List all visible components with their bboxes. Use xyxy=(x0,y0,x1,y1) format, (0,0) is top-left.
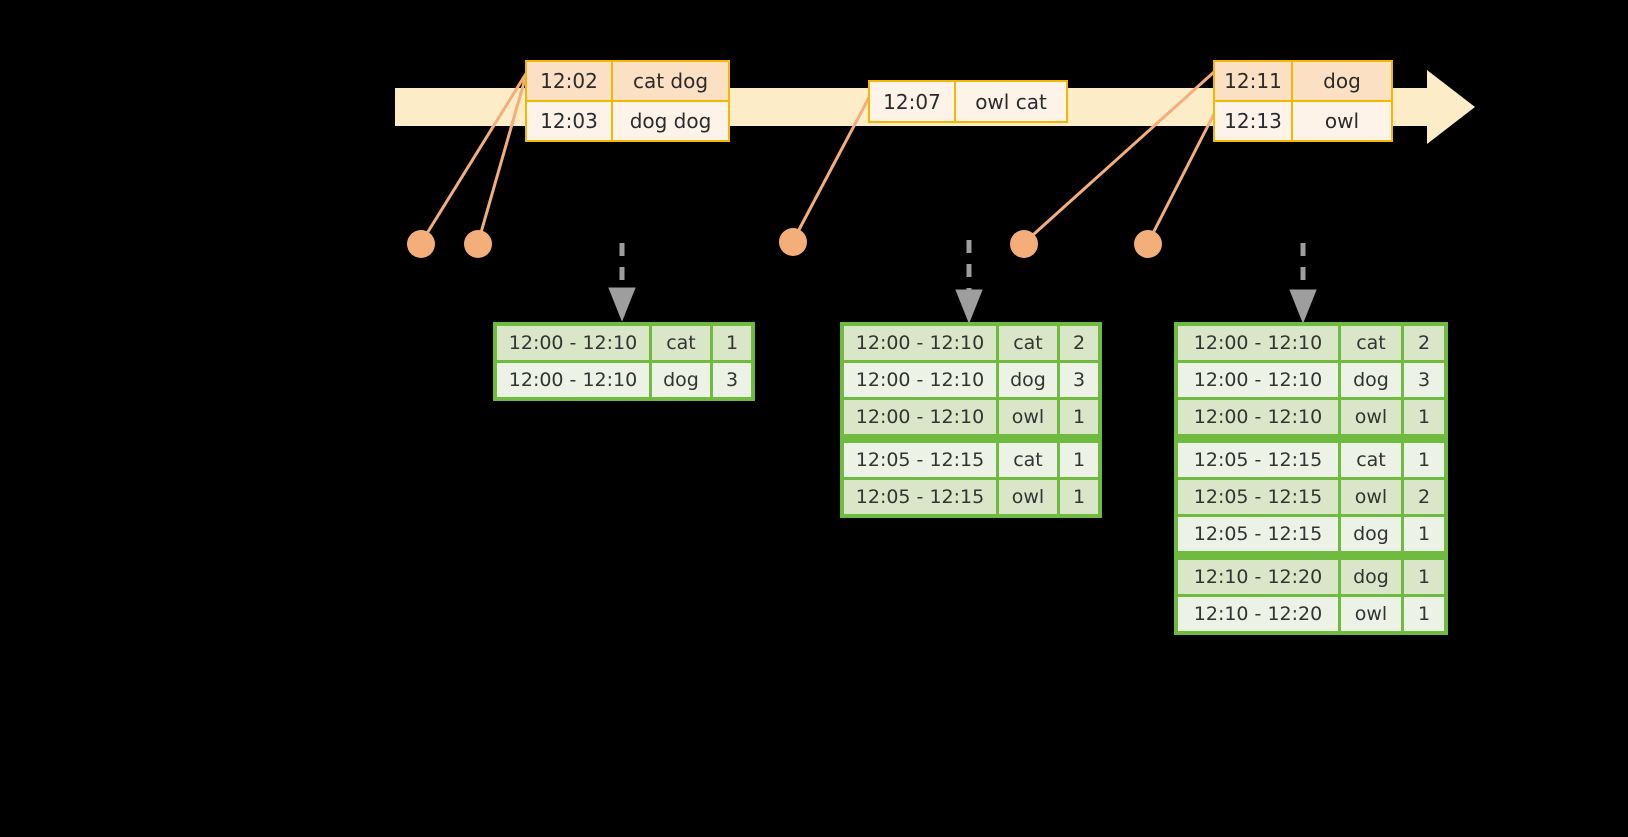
cell-window: 12:05 - 12:15 xyxy=(1178,480,1338,514)
cell-count: 3 xyxy=(1404,363,1444,397)
cell-key: cat xyxy=(999,326,1057,360)
event-group-2[interactable]: 12:07 owl cat xyxy=(868,80,1068,123)
event-row[interactable]: 12:07 owl cat xyxy=(870,82,1066,121)
cell-key: cat xyxy=(1341,326,1401,360)
event-time: 12:11 xyxy=(1215,62,1293,100)
event-dot-2 xyxy=(464,230,492,258)
event-dot-3 xyxy=(779,228,807,256)
cell-window: 12:05 - 12:15 xyxy=(1178,443,1338,477)
cell-count: 1 xyxy=(1060,480,1098,514)
cell-key: owl xyxy=(1341,480,1401,514)
cell-window: 12:05 - 12:15 xyxy=(844,443,996,477)
cell-count: 1 xyxy=(1404,597,1444,631)
cell-window: 12:00 - 12:10 xyxy=(1178,326,1338,360)
cell-window: 12:10 - 12:20 xyxy=(1178,597,1338,631)
event-payload: owl xyxy=(1293,102,1391,140)
cell-window: 12:05 - 12:15 xyxy=(844,480,996,514)
cell-count: 3 xyxy=(1060,363,1098,397)
cell-key: dog xyxy=(1341,517,1401,551)
event-time: 12:07 xyxy=(870,82,956,121)
event-time: 12:13 xyxy=(1215,102,1293,140)
event-payload: owl cat xyxy=(956,82,1066,121)
event-group-1[interactable]: 12:02 cat dog 12:03 dog dog xyxy=(525,60,730,142)
cell-window: 12:00 - 12:10 xyxy=(844,326,996,360)
cell-key: owl xyxy=(999,480,1057,514)
cell-window: 12:00 - 12:10 xyxy=(844,363,996,397)
cell-key: cat xyxy=(999,443,1057,477)
cell-window: 12:00 - 12:10 xyxy=(844,400,996,434)
window-group-separator xyxy=(1178,437,1444,440)
cell-count: 1 xyxy=(1404,560,1444,594)
event-time: 12:03 xyxy=(527,102,613,140)
event-stream-arrowhead xyxy=(1427,70,1475,144)
cell-count: 3 xyxy=(713,363,751,397)
event-time: 12:02 xyxy=(527,62,613,100)
cell-window: 12:10 - 12:20 xyxy=(1178,560,1338,594)
event-row[interactable]: 12:11 dog xyxy=(1215,62,1391,100)
cell-count: 2 xyxy=(1404,326,1444,360)
cell-count: 2 xyxy=(1060,326,1098,360)
cell-window: 12:00 - 12:10 xyxy=(497,326,649,360)
cell-count: 1 xyxy=(1404,443,1444,477)
cell-window: 12:00 - 12:10 xyxy=(1178,363,1338,397)
cell-window: 12:00 - 12:10 xyxy=(497,363,649,397)
cell-count: 2 xyxy=(1404,480,1444,514)
cell-count: 1 xyxy=(713,326,751,360)
cell-key: cat xyxy=(1341,443,1401,477)
window-group-separator xyxy=(844,437,1098,440)
event-dot-4 xyxy=(1010,230,1038,258)
cell-count: 1 xyxy=(1060,400,1098,434)
cell-key: owl xyxy=(999,400,1057,434)
event-dot-1 xyxy=(407,230,435,258)
cell-count: 1 xyxy=(1404,517,1444,551)
event-payload: dog xyxy=(1293,62,1391,100)
event-group-3[interactable]: 12:11 dog 12:13 owl xyxy=(1213,60,1393,142)
event-payload: dog dog xyxy=(613,102,728,140)
cell-count: 1 xyxy=(1060,443,1098,477)
cell-key: owl xyxy=(1341,597,1401,631)
window-group-separator xyxy=(1178,554,1444,557)
cell-key: dog xyxy=(1341,560,1401,594)
cell-key: cat xyxy=(652,326,710,360)
event-payload: cat dog xyxy=(613,62,728,100)
cell-count: 1 xyxy=(1404,400,1444,434)
cell-window: 12:00 - 12:10 xyxy=(1178,400,1338,434)
cell-key: owl xyxy=(1341,400,1401,434)
cell-key: dog xyxy=(652,363,710,397)
event-row[interactable]: 12:02 cat dog xyxy=(527,62,728,100)
cell-window: 12:05 - 12:15 xyxy=(1178,517,1338,551)
event-row[interactable]: 12:03 dog dog xyxy=(527,100,728,140)
cell-key: dog xyxy=(999,363,1057,397)
event-row[interactable]: 12:13 owl xyxy=(1215,100,1391,140)
event-dot-5 xyxy=(1134,230,1162,258)
cell-key: dog xyxy=(1341,363,1401,397)
